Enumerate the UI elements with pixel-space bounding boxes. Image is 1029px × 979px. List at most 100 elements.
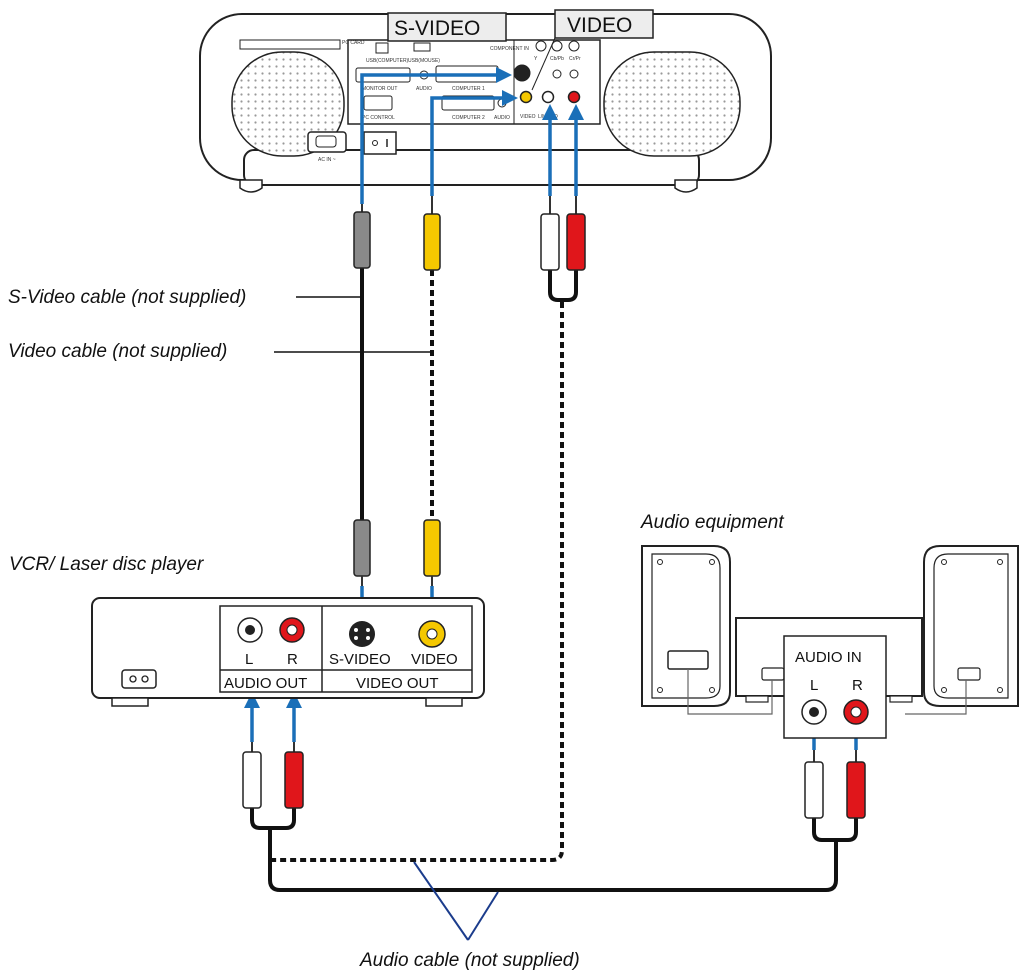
amp-foot-right	[889, 695, 913, 703]
ac-inlet-socket	[315, 135, 337, 148]
ac-in-label: AC IN ~	[318, 157, 336, 163]
audio-input-l-jack	[541, 90, 555, 104]
vcr-video-label: VIDEO	[411, 651, 458, 668]
usb-computer-port	[375, 42, 389, 54]
vcr-foot-right	[425, 697, 463, 707]
audio-r-arrow-head	[568, 104, 584, 120]
cables	[250, 268, 858, 892]
amp-speaker-terminal-right	[957, 667, 981, 681]
speaker-right-face	[933, 553, 1009, 699]
video-tag: VIDEO	[567, 14, 632, 37]
audio-in-l-label: L	[810, 677, 818, 694]
svideo-input-jack	[513, 64, 531, 82]
audio-in-r-jack-center	[850, 706, 862, 718]
audio-equipment-title: Audio equipment	[640, 512, 784, 533]
component-in-label: COMPONENT IN	[490, 46, 529, 52]
svideo-cable-label: S-Video cable (not supplied)	[8, 287, 246, 308]
vcr-panel	[219, 605, 473, 693]
vcr-audio-r-label: R	[287, 651, 298, 668]
usb-computer-label: USB(COMPUTER)	[366, 58, 409, 64]
speaker-left-screw-1	[657, 559, 663, 565]
computer-2-label: COMPUTER 2	[452, 115, 485, 121]
vcr-svideo-jack-pin-3	[354, 636, 358, 640]
usb-mouse-port	[413, 42, 431, 52]
vcr-svideo-jack-pin-4	[366, 636, 370, 640]
speaker-right-screw-1	[941, 559, 947, 565]
speaker-wire-left	[687, 669, 773, 715]
speaker-grille-left	[231, 51, 345, 157]
speaker-left-terminal	[667, 650, 709, 670]
pc-card-slot	[239, 39, 341, 50]
projector: PC CARD USB(COMPUTER) USB(MOUSE) MONITOR…	[199, 9, 772, 193]
projector-base	[243, 149, 700, 186]
vcr-unit: L R S-VIDEO VIDEO AUDIO OUT VIDEO OUT	[91, 597, 485, 707]
vcr-audio-l-jack-center	[245, 625, 255, 635]
pc-card-label: PC CARD	[342, 40, 365, 46]
audio-plug-white-top	[540, 213, 560, 271]
video-tag-box	[554, 9, 654, 39]
speaker-left-screw-4	[709, 687, 715, 693]
vcr-video-jack-center	[426, 628, 438, 640]
connection-arrows	[250, 73, 858, 750]
audio-l-arrow-head	[542, 104, 558, 120]
audio-cable-loop-right	[812, 818, 858, 842]
speaker-left-face	[651, 553, 721, 699]
speaker-left-screw-3	[657, 687, 663, 693]
video-input-jack	[519, 90, 533, 104]
component-audio-l	[552, 69, 562, 79]
audio-plug-red-top	[566, 213, 586, 271]
vcr-title: VCR/ Laser disc player	[9, 554, 204, 575]
audio-cable-solid-run	[268, 830, 838, 892]
vcr-audio-r-arrow-head	[286, 692, 302, 708]
vcr-svideo-jack-pin-2	[366, 628, 370, 632]
monitor-out-label: MONITOR OUT	[362, 86, 397, 92]
audio-in-r-label: R	[852, 677, 863, 694]
vcr-foot-left	[111, 697, 149, 707]
audio-label-1: AUDIO	[416, 86, 432, 92]
svideo-plug-top	[353, 211, 371, 269]
vcr-video-out-label: VIDEO OUT	[356, 675, 439, 692]
vcr-ac-pin-left	[129, 675, 137, 683]
video-panel-label: VIDEO	[520, 114, 536, 120]
audio-cable-leader-1	[413, 861, 469, 941]
amp-foot-left	[745, 695, 769, 703]
video-arrow-head	[502, 90, 518, 106]
audio-in-label: AUDIO IN	[795, 649, 862, 666]
pc-control-port	[363, 95, 393, 111]
video-arrow	[430, 96, 504, 196]
vcr-ac-inlet	[121, 669, 157, 689]
speaker-left	[641, 545, 731, 707]
amp-speaker-terminal-left	[761, 667, 785, 681]
audio-equipment: AUDIO IN L R	[641, 545, 1019, 739]
audio-plug-red-equip	[846, 761, 866, 819]
projector-foot-left	[239, 179, 263, 193]
y-label: Y	[534, 56, 538, 62]
cb-pb-label: Cb/Pb	[550, 56, 564, 62]
computer-1-label: COMPUTER 1	[452, 86, 485, 92]
component-cr-jack	[568, 40, 580, 52]
component-y-jack	[535, 40, 547, 52]
svideo-arrow	[360, 73, 498, 204]
video-cable-label: Video cable (not supplied)	[8, 341, 227, 362]
speaker-right-screw-4	[997, 687, 1003, 693]
vcr-svideo-jack	[349, 621, 375, 647]
audio-cable-loop-top	[548, 270, 578, 302]
video-plug-bottom	[423, 519, 441, 577]
power-switch-off-mark	[372, 140, 378, 146]
vcr-ac-pin-right	[141, 675, 149, 683]
speaker-right	[923, 545, 1019, 707]
audio-cable-loop-bottom	[250, 808, 296, 830]
usb-mouse-label: USB(MOUSE)	[408, 58, 440, 64]
video-plug-top	[423, 213, 441, 271]
audio-in-panel	[783, 635, 887, 739]
cr-pr-label: Cr/Pr	[569, 56, 581, 62]
speaker-grille-right	[603, 51, 741, 157]
speaker-wire-right	[905, 680, 967, 715]
svideo-tag: S-VIDEO	[394, 17, 480, 40]
power-switch	[363, 131, 397, 155]
vcr-audio-r-jack-center	[286, 624, 298, 636]
projector-foot-right	[674, 179, 698, 193]
audio-label-2: AUDIO	[494, 115, 510, 121]
vcr-svideo-label: S-VIDEO	[329, 651, 391, 668]
audio-input-r-jack	[567, 90, 581, 104]
